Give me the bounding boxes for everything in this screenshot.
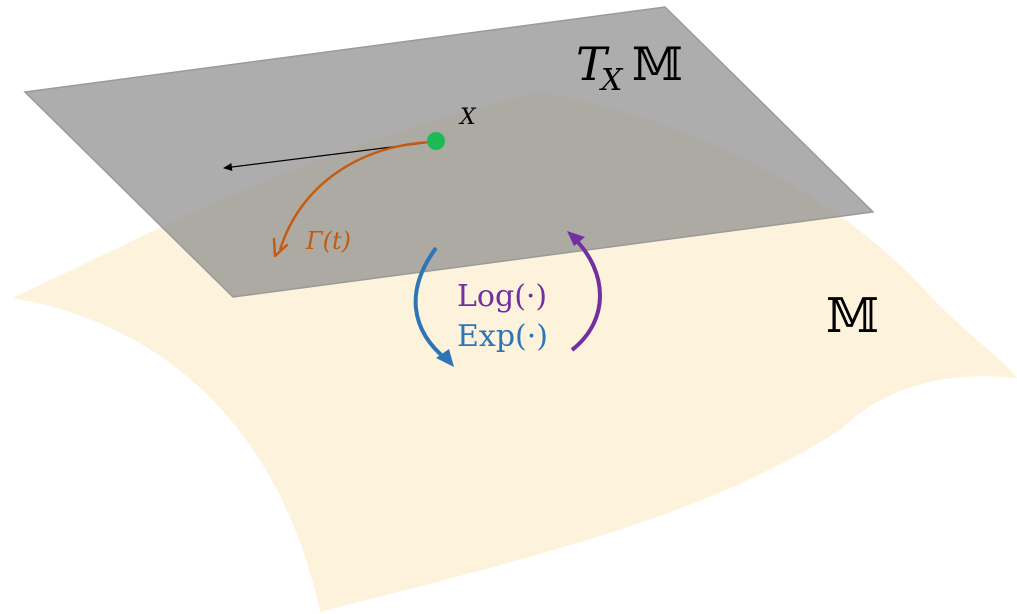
log-map-label: Log(·) — [457, 279, 547, 314]
tangent-space-label-M: 𝕄 — [632, 37, 683, 91]
log-map-arrowhead — [567, 231, 585, 246]
exp-map-arc — [413, 246, 449, 362]
tangent-plane — [23, 6, 875, 298]
point-x — [427, 132, 445, 150]
curve-label: Γ(t) — [305, 227, 351, 255]
exp-map-label: Exp(·) — [457, 319, 548, 354]
geodesic-curve — [278, 140, 433, 251]
tangent-space-label-T: T — [576, 37, 610, 91]
exp-map-arrowhead — [436, 349, 454, 367]
tangent-space-label-sub: X — [599, 63, 624, 98]
manifold-label: 𝕄 — [826, 288, 879, 344]
log-map-arc — [570, 236, 602, 352]
point-label: X — [458, 105, 477, 130]
geodesic-curve-arrowhead — [272, 237, 289, 258]
